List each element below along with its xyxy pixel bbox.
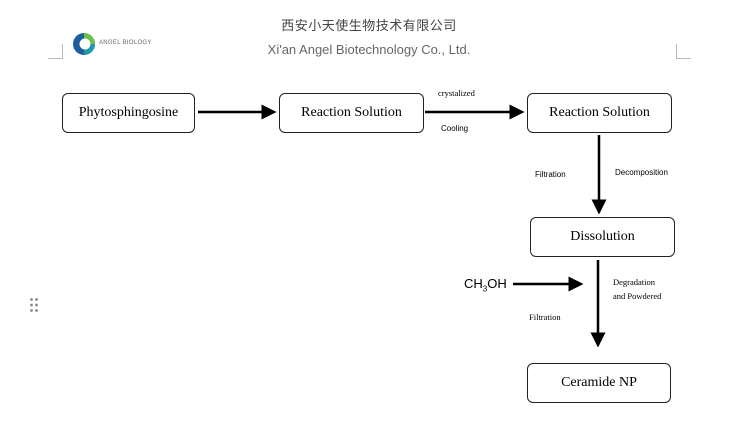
label-degradation-line1: Degradation: [613, 277, 656, 287]
label-filtration-1: Filtration: [535, 170, 566, 179]
label-degradation-line2: and Powdered: [613, 291, 662, 301]
node-ceramide-np: Ceramide NP: [527, 363, 671, 403]
label-cooling: Cooling: [441, 124, 469, 133]
company-logo: ANGEL BIOLOGY: [72, 32, 192, 56]
label-decomposition: Decomposition: [615, 168, 668, 177]
page-corner-mark-left: [48, 44, 63, 59]
label-crystalized: crystalized: [438, 88, 475, 98]
company-name-en: Xi'an Angel Biotechnology Co., Ltd.: [267, 42, 471, 57]
reagent-prefix: CH: [464, 276, 483, 291]
page-corner-mark-right: [676, 44, 691, 59]
node-reaction-solution-2: Reaction Solution: [527, 93, 672, 133]
logo-icon: [73, 33, 95, 55]
logo-text: ANGEL BIOLOGY: [99, 40, 152, 46]
node-reaction-solution-1: Reaction Solution: [279, 93, 424, 133]
label-filtration-2: Filtration: [529, 312, 561, 322]
reagent-ch3oh: CH3OH: [464, 276, 507, 294]
reagent-subscript: 3: [482, 284, 488, 294]
reagent-suffix: OH: [487, 276, 507, 291]
company-name-cn: 西安小天使生物技术有限公司: [281, 19, 457, 34]
node-phytosphingosine: Phytosphingosine: [62, 93, 195, 133]
node-dissolution: Dissolution: [530, 217, 675, 257]
drag-handle-icon[interactable]: [29, 297, 39, 313]
